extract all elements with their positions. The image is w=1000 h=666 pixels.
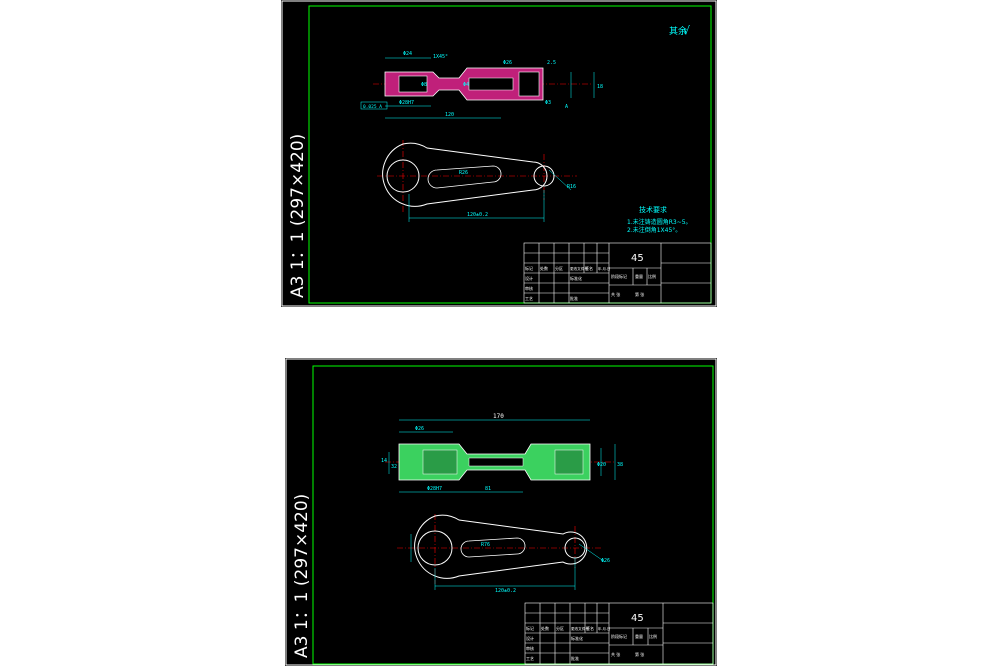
roughness-symbol: √ <box>683 24 691 37</box>
tb-cell-4: 更改文件号 <box>570 266 588 271</box>
top-section-view <box>373 57 595 119</box>
dim-top-12: Φ3 <box>545 100 551 106</box>
roughness-label: 其余 <box>669 25 687 37</box>
drawing-frame <box>308 5 712 304</box>
drawing-sheet-2: A3 1：1 (297×420) 170 Φ26 14 38 Φ28H7 81 … <box>285 358 717 666</box>
sheet-2-canvas: A3 1：1 (297×420) 170 Φ26 14 38 Φ28H7 81 … <box>285 358 717 666</box>
dim-top-11: A <box>565 104 568 110</box>
dim-front-2: R16 <box>567 184 576 190</box>
tb-cell-10: 工艺 <box>526 656 534 661</box>
dim-front-1: R26 <box>459 170 468 176</box>
tb-cell-13: 重量 <box>635 273 643 279</box>
front-view <box>377 140 577 222</box>
dim-front-2: Φ26 <box>601 558 610 564</box>
material-label: 45 <box>631 613 644 624</box>
dim-top-3: 14 <box>381 458 387 464</box>
tech-note-2: 2.未注倒角1X45°。 <box>627 226 681 234</box>
drawing-sheet-1: A3 1：1 (297×420) 其余 √ Φ24 1X45° Φ26 Φ8 Φ… <box>281 0 717 307</box>
dim-top-6: 2.5 <box>547 60 556 66</box>
dim-top-5: Φ4 <box>463 82 469 88</box>
tb-cell-15: 共 张 <box>611 291 620 297</box>
sheet-border <box>281 0 717 307</box>
tb-cell-5: 签名 <box>585 265 593 271</box>
tb-cell-7: 设计 <box>526 635 534 641</box>
dim-top-5: Φ28H7 <box>427 486 442 492</box>
tb-cell-14: 比例 <box>649 633 657 639</box>
tb-cell-10: 工艺 <box>525 296 533 301</box>
tolerance-frame <box>360 101 388 110</box>
dim-top-6: 81 <box>485 486 491 492</box>
title-block <box>524 602 714 665</box>
tech-note-1: 1.未注铸造圆角R3~5。 <box>627 218 692 226</box>
dim-front-3: 120±0.2 <box>467 212 488 218</box>
tb-cell-16: 第 张 <box>635 651 644 657</box>
dim-top-7: 120 <box>445 112 454 118</box>
drawing-frame <box>312 365 714 665</box>
tb-cell-12: 阶段标记 <box>611 633 627 639</box>
dim-top-1: 170 <box>493 413 504 420</box>
dim-top-8: 32 <box>391 464 397 470</box>
dim-top-4: Φ8 <box>421 82 427 88</box>
dim-front-1: R76 <box>481 542 490 548</box>
tb-cell-15: 共 张 <box>611 651 620 657</box>
tb-cell-2: 处数 <box>540 265 548 271</box>
tb-cell-8: 标准化 <box>570 275 582 281</box>
tb-cell-5: 签名 <box>586 625 594 631</box>
sheet-side-label: A3 1：1 (297×420) <box>292 494 312 658</box>
tb-cell-6: 年.月.日 <box>598 266 610 271</box>
front-view <box>397 514 606 590</box>
sheet-1-canvas: A3 1：1 (297×420) 其余 √ Φ24 1X45° Φ26 Φ8 Φ… <box>281 0 717 307</box>
dim-top-1: Φ24 <box>403 51 412 57</box>
tb-cell-16: 第 张 <box>635 291 644 297</box>
dim-top-8: 0.025 A <box>363 104 382 110</box>
tb-cell-12: 阶段标记 <box>611 273 627 279</box>
dim-top-9: Φ28H7 <box>399 100 414 106</box>
tb-cell-2: 处数 <box>541 625 549 631</box>
top-section-view <box>385 419 616 493</box>
tb-cell-8: 标准化 <box>571 635 583 641</box>
dim-top-2: 1X45° <box>433 54 448 60</box>
tb-cell-6: 年.月.日 <box>598 626 610 631</box>
tb-cell-13: 重量 <box>635 633 643 639</box>
sheet-border <box>285 358 717 666</box>
tb-cell-11: 批准 <box>570 295 578 301</box>
dim-top-7: Φ20 <box>597 462 606 468</box>
tech-notes-title: 技术要求 <box>639 205 667 214</box>
tb-cell-7: 设计 <box>525 275 533 281</box>
tb-cell-14: 比例 <box>648 273 656 279</box>
dim-top-3: Φ26 <box>503 60 512 66</box>
dim-top-2: Φ26 <box>415 426 424 432</box>
dim-front-3: 120±0.2 <box>495 588 516 594</box>
tb-cell-3: 分区 <box>555 265 563 271</box>
tb-cell-3: 分区 <box>556 625 564 631</box>
tb-cell-1: 标记 <box>526 625 534 631</box>
dim-top-10: 18 <box>597 84 603 90</box>
material-label: 45 <box>631 253 644 264</box>
title-block <box>523 242 712 304</box>
tb-cell-9: 审核 <box>525 285 533 291</box>
sheet-side-label: A3 1：1 (297×420) <box>288 134 308 298</box>
tb-cell-9: 审核 <box>526 645 534 651</box>
tb-cell-4: 更改文件号 <box>571 626 589 631</box>
tb-cell-1: 标记 <box>525 265 533 271</box>
tb-cell-11: 批准 <box>571 655 579 661</box>
dim-top-4: 38 <box>617 462 623 468</box>
